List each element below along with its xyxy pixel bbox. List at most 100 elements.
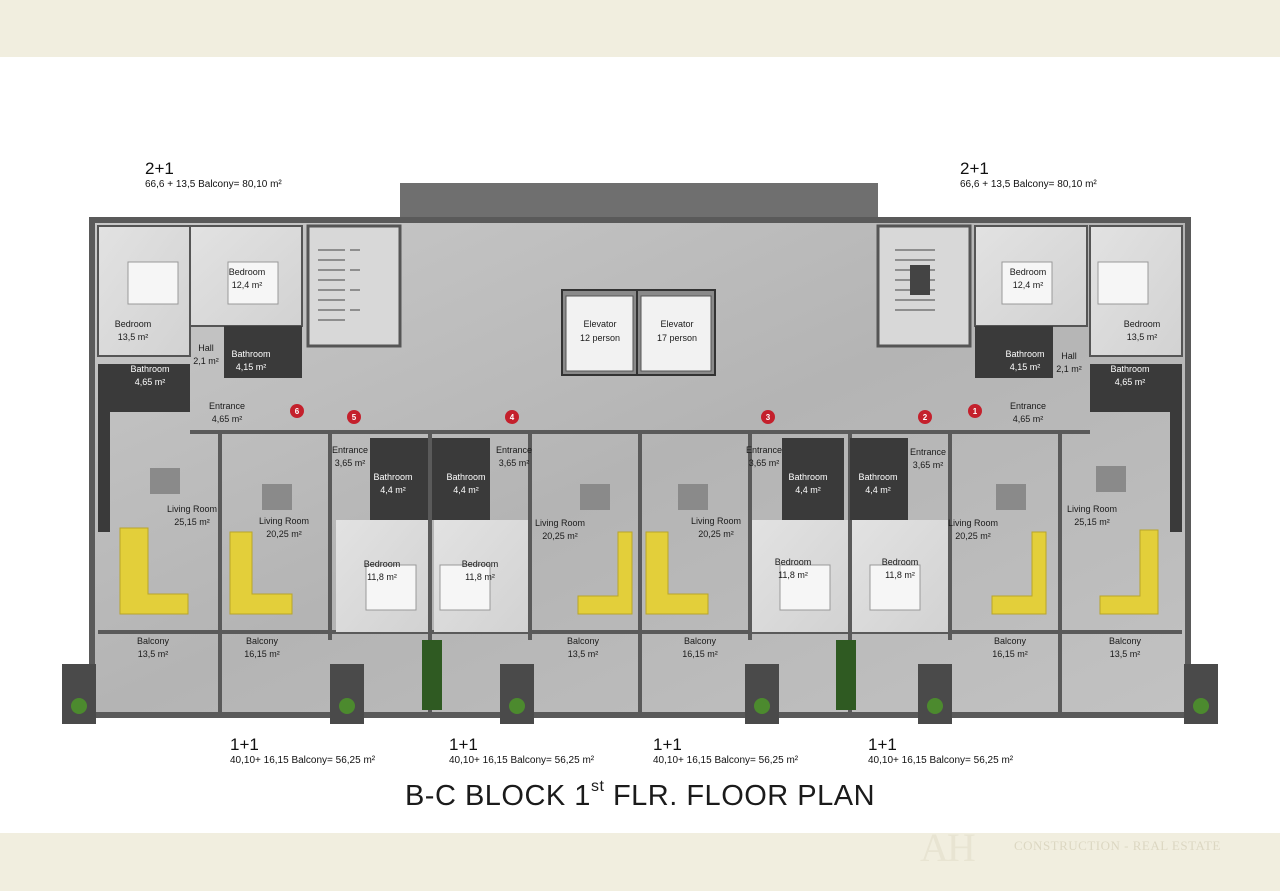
- room-label: Living Room: [948, 518, 998, 528]
- room-area: 16,15 m²: [992, 649, 1028, 659]
- room-label: Bathroom: [446, 472, 485, 482]
- room-area: 2,1 m²: [193, 356, 219, 366]
- room-label: Bathroom: [231, 349, 270, 359]
- room-label: Bedroom: [1010, 267, 1047, 277]
- plan-title-rest: FLR. FLOOR PLAN: [604, 780, 876, 812]
- room-area: 4,15 m²: [1010, 362, 1041, 372]
- unit-label-bottom-3: 1+1 40,10+ 16,15 Balcony= 56,25 m²: [653, 736, 798, 768]
- room-label: Living Room: [535, 518, 585, 528]
- room-area: 4,15 m²: [236, 362, 267, 372]
- brand-text: CONSTRUCTION - REAL ESTATE: [1014, 838, 1221, 853]
- unit-area: 66,6 + 13,5 Balcony= 80,10 m²: [960, 179, 1097, 190]
- plan-title-main: B-C BLOCK 1: [404, 780, 591, 812]
- room-label: Bedroom: [229, 267, 266, 277]
- room-area: 13,5 m²: [568, 649, 599, 659]
- room-area: 20,25 m²: [266, 529, 302, 539]
- svg-text:4: 4: [510, 413, 515, 422]
- room-label: Bedroom: [115, 319, 152, 329]
- room-label: Bathroom: [1005, 349, 1044, 359]
- room-area: 4,65 m²: [135, 377, 166, 387]
- svg-text:1: 1: [973, 407, 978, 416]
- unit-type: 2+1: [960, 159, 989, 178]
- room-label: Entrance: [332, 445, 368, 455]
- unit-area: 66,6 + 13,5 Balcony= 80,10 m²: [145, 179, 282, 190]
- svg-text:3: 3: [766, 413, 771, 422]
- room-area: 11,8 m²: [778, 570, 808, 580]
- room-area: 16,15 m²: [244, 649, 280, 659]
- room-area: 4,65 m²: [1115, 377, 1146, 387]
- room-area: 20,25 m²: [542, 531, 578, 541]
- brand-watermark: AH CONSTRUCTION - REAL ESTATE: [920, 825, 1270, 870]
- room-area: 2,1 m²: [1056, 364, 1082, 374]
- unit-area: 40,10+ 16,15 Balcony= 56,25 m²: [868, 755, 1014, 766]
- elevator-right-capacity: 17 person: [657, 333, 697, 343]
- elevator-left-capacity: 12 person: [580, 333, 620, 343]
- room-label: Entrance: [746, 445, 782, 455]
- unit-type: 1+1: [449, 735, 478, 754]
- room-label: Bathroom: [1110, 364, 1149, 374]
- room-label: Bathroom: [788, 472, 827, 482]
- room-label: Bathroom: [130, 364, 169, 374]
- unit-label-bottom-2: 1+1 40,10+ 16,15 Balcony= 56,25 m²: [449, 736, 594, 768]
- unit-area: 40,10+ 16,15 Balcony= 56,25 m²: [653, 755, 799, 766]
- room-area: 11,8 m²: [465, 572, 495, 582]
- room-area: 20,25 m²: [955, 531, 991, 541]
- unit-type: 1+1: [230, 735, 259, 754]
- room-label: Entrance: [209, 401, 245, 411]
- room-area: 13,5 m²: [1127, 332, 1158, 342]
- elevator-right-name: Elevator: [660, 319, 693, 329]
- room-bathroom-right: [975, 326, 1053, 378]
- room-area: 13,5 m²: [118, 332, 149, 342]
- room-bathroom-left: [224, 326, 302, 378]
- svg-text:2: 2: [923, 413, 928, 422]
- brand-logo: AH: [920, 825, 976, 870]
- room-label: Living Room: [1067, 504, 1117, 514]
- room-label: Balcony: [994, 636, 1027, 646]
- stair-right: [876, 224, 972, 348]
- room-label: Bathroom: [858, 472, 897, 482]
- room-area: 3,65 m²: [749, 458, 780, 468]
- room-label: Living Room: [691, 516, 741, 526]
- unit-area: 40,10+ 16,15 Balcony= 56,25 m²: [449, 755, 595, 766]
- unit-label-top-left: 2+1 66,6 + 13,5 Balcony= 80,10 m²: [145, 160, 282, 192]
- unit-label-bottom-4: 1+1 40,10+ 16,15 Balcony= 56,25 m²: [868, 736, 1013, 768]
- room-area: 3,65 m²: [913, 460, 944, 470]
- room-label: Entrance: [496, 445, 532, 455]
- svg-text:6: 6: [295, 407, 300, 416]
- room-label: Bedroom: [364, 559, 401, 569]
- room-area: 16,15 m²: [682, 649, 718, 659]
- room-area: 3,65 m²: [335, 458, 366, 468]
- room-bathroom-right-2: [1090, 364, 1182, 412]
- plan-title: B-C BLOCK 1st FLR. FLOOR PLAN: [0, 778, 1280, 813]
- room-bathroom-1: [370, 438, 428, 520]
- room-area: 25,15 m²: [1074, 517, 1110, 527]
- door-marker-1: 1: [968, 404, 982, 418]
- room-bathroom-left-2: [98, 364, 190, 412]
- unit-type: 1+1: [868, 735, 897, 754]
- room-area: 11,8 m²: [885, 570, 915, 580]
- bottom-band: [0, 833, 1280, 891]
- room-area: 13,5 m²: [138, 649, 169, 659]
- room-area: 4,65 m²: [212, 414, 243, 424]
- room-label: Bedroom: [1124, 319, 1161, 329]
- top-band: [0, 0, 1280, 57]
- unit-area: 40,10+ 16,15 Balcony= 56,25 m²: [230, 755, 376, 766]
- unit-type: 2+1: [145, 159, 174, 178]
- room-label: Living Room: [259, 516, 309, 526]
- room-label: Entrance: [1010, 401, 1046, 411]
- room-label: Bathroom: [373, 472, 412, 482]
- room-label: Bedroom: [462, 559, 499, 569]
- elevator-right: [636, 289, 716, 376]
- door-marker-3: 3: [761, 410, 775, 424]
- elevator-left: [561, 289, 638, 376]
- room-area: 4,65 m²: [1013, 414, 1044, 424]
- elevator-left-name: Elevator: [583, 319, 616, 329]
- door-marker-2: 2: [918, 410, 932, 424]
- plan-title-sup: st: [590, 778, 605, 795]
- room-label: Balcony: [246, 636, 279, 646]
- room-area: 4,4 m²: [795, 485, 821, 495]
- room-area: 25,15 m²: [174, 517, 210, 527]
- room-bathroom-2: [432, 438, 490, 520]
- room-label: Living Room: [167, 504, 217, 514]
